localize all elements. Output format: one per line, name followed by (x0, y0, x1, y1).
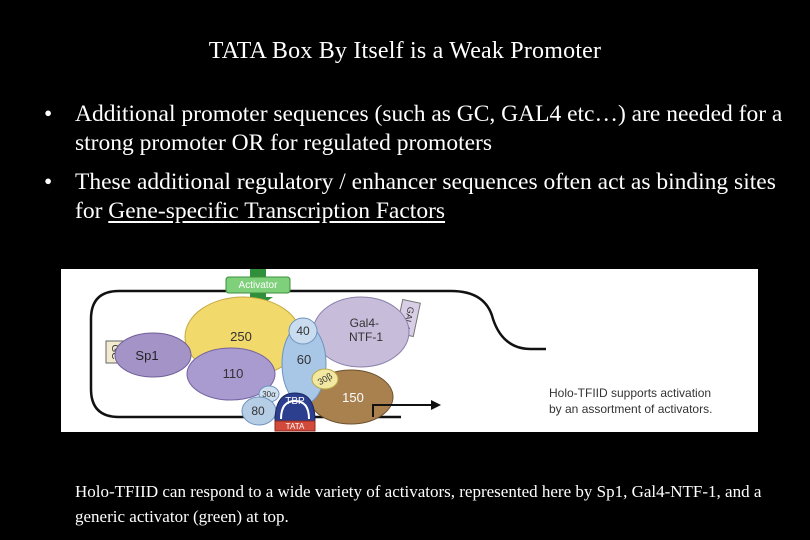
tbp-label: TBP (285, 396, 305, 407)
dna-strand (89, 289, 546, 419)
gene-specific-tf-term: Gene-specific Transcription Factors (108, 198, 446, 224)
figure-note-line1: Holo-TFIID supports activation (549, 386, 711, 400)
transcription-arrowhead-icon (431, 400, 441, 410)
taf-30a-label: 30α (262, 390, 276, 399)
taf-80-label: 80 (251, 404, 265, 418)
figure-note-line2: by an assortment of activators. (549, 402, 712, 416)
activator-label-front: Activator (239, 280, 279, 291)
tata-box (274, 420, 316, 432)
holo-tfiid-diagram: GC Activator Activator GAL4 Gal4- NTF-1 … (89, 269, 712, 432)
taf-40 (288, 317, 318, 345)
bullet-item: • These additional regulatory / enhancer… (44, 168, 784, 226)
taf-150-label: 150 (342, 390, 364, 405)
gal4-ntf1-line1: Gal4- (350, 316, 379, 330)
activator-box-front (225, 276, 291, 294)
taf-250-label: 250 (230, 329, 252, 344)
bullet-marker: • (44, 101, 53, 127)
bullet-text: These additional regulatory / enhancer s… (75, 169, 776, 224)
taf-110 (186, 347, 276, 401)
taf-60-label: 60 (297, 352, 311, 367)
gal4-ntf1-line2: NTF-1 (349, 330, 383, 344)
bullet-item: • Additional promoter sequences (such as… (44, 100, 784, 158)
taf-30b (311, 368, 339, 390)
holo-tfiid-figure: GC Activator Activator GAL4 Gal4- NTF-1 … (61, 269, 758, 432)
tbp-saddle-highlight (280, 399, 310, 420)
taf-110-label: 110 (223, 366, 244, 381)
bullet-list: • Additional promoter sequences (such as… (44, 100, 784, 236)
transcription-start-arrow-icon (372, 404, 431, 417)
figure-caption: Holo-TFIID can respond to a wide variety… (75, 482, 762, 526)
sp1-protein (114, 332, 192, 378)
bullet-marker: • (44, 169, 53, 195)
taf-40-label: 40 (296, 324, 310, 338)
bullet-text: Additional promoter sequences (such as G… (75, 101, 783, 156)
gal4-ntf1-label: Gal4- NTF-1 (349, 316, 383, 344)
tata-label: TATA (286, 422, 305, 431)
slide-title: TATA Box By Itself is a Weak Promoter (208, 38, 602, 64)
gc-box-label: GC (109, 345, 120, 360)
tbp-protein (274, 392, 316, 422)
sp1-label: Sp1 (135, 348, 158, 363)
